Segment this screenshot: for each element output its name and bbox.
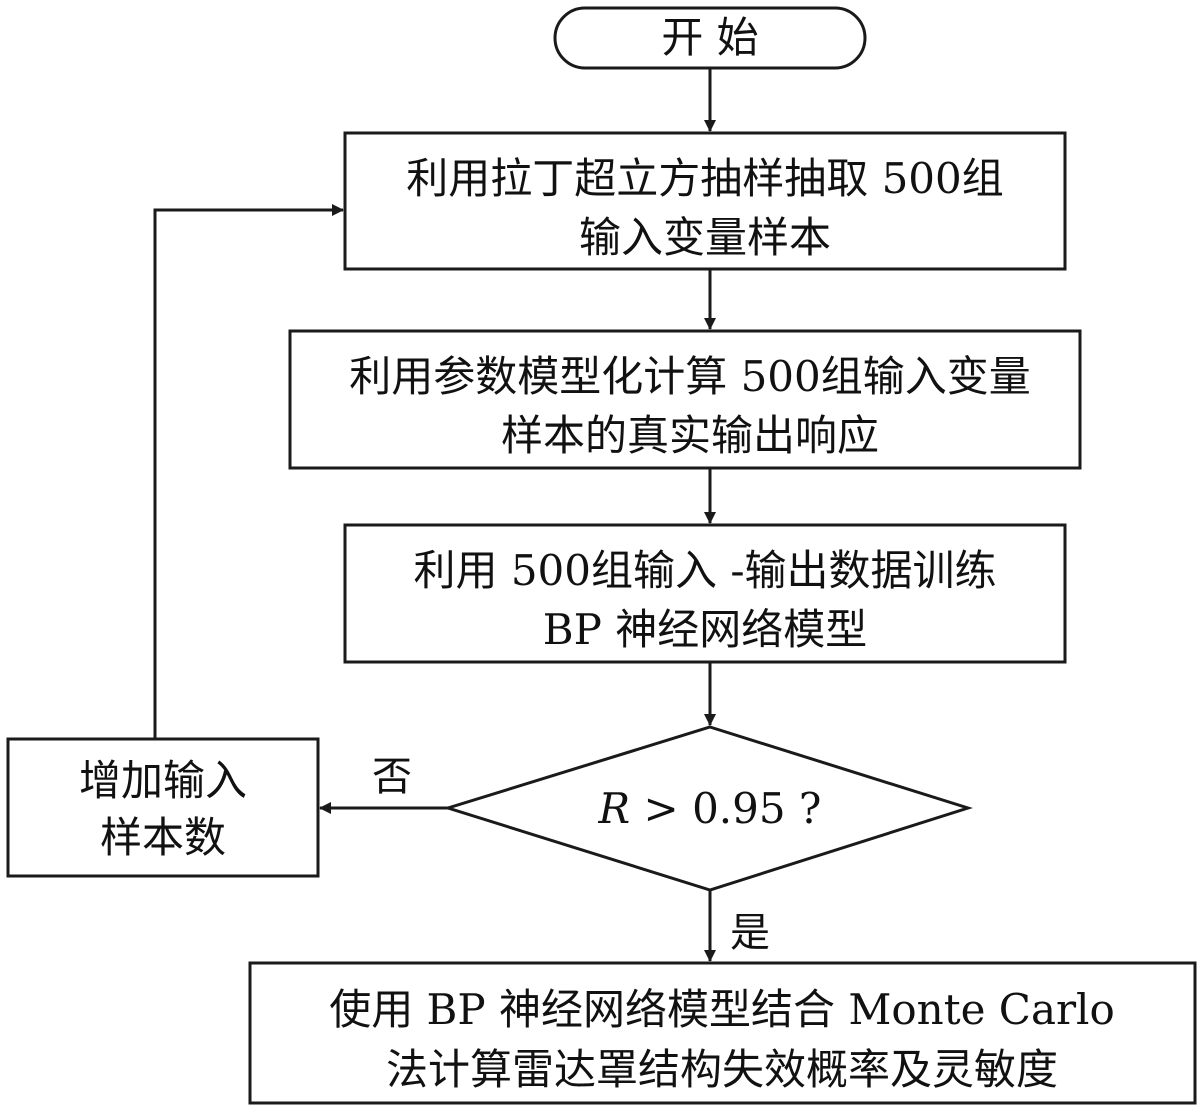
increase-line-2: 样本数: [100, 813, 226, 862]
increase-line-1: 增加输入: [79, 756, 247, 805]
start-node: 开 始: [553, 6, 867, 70]
start-label: 开 始: [661, 13, 758, 62]
final-line-2: 法计算雷达罩结构失效概率及灵敏度: [386, 1045, 1058, 1094]
compute-line-1: 利用参数模型化计算 500组输入变量: [349, 352, 1031, 401]
train-line-1: 利用 500组输入 -输出数据训练: [413, 546, 996, 595]
final-step: 使用 BP 神经网络模型结合 Monte Carlo 法计算雷达罩结构失效概率及…: [248, 961, 1197, 1105]
final-line-1: 使用 BP 神经网络模型结合 Monte Carlo: [329, 985, 1115, 1034]
train-line-2: BP 神经网络模型: [543, 605, 867, 654]
decision-variable: R: [598, 784, 631, 833]
sampling-step: 利用拉丁超立方抽样抽取 500组 输入变量样本: [343, 131, 1067, 271]
sampling-line-1: 利用拉丁超立方抽样抽取 500组: [406, 154, 1004, 203]
edge-label-yes: 是: [730, 910, 770, 956]
train-box: [343, 523, 1067, 664]
final-box: [248, 961, 1197, 1105]
compute-step: 利用参数模型化计算 500组输入变量 样本的真实输出响应: [288, 329, 1082, 470]
decision-condition: > 0.95 ?: [630, 784, 821, 833]
edge-label-no: 否: [372, 754, 412, 800]
train-step: 利用 500组输入 -输出数据训练 BP 神经网络模型: [343, 523, 1067, 664]
compute-box: [288, 329, 1082, 470]
compute-line-2: 样本的真实输出响应: [501, 411, 879, 460]
increase-step: 增加输入 样本数: [6, 737, 320, 878]
sampling-line-2: 输入变量样本: [579, 213, 831, 262]
increase-box: [6, 737, 320, 878]
decision-label: R > 0.95 ?: [598, 784, 822, 833]
arrow-loop-back-to-sampling: [153, 204, 344, 739]
decision-node: R > 0.95 ?: [442, 725, 973, 892]
sampling-box: [343, 131, 1067, 271]
